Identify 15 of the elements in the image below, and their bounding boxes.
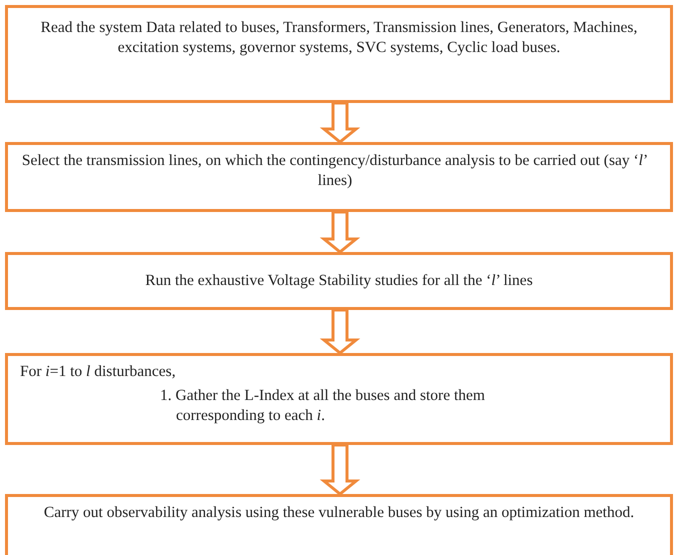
process-box [5,252,673,310]
step-text: Carry out observability analysis using these vulnerable buses by using an optimization method. [42,503,636,523]
step-text: 1. Gather the L-Index at all the buses and store them corresponding to each i. [159,386,486,426]
block-arrow [320,102,360,144]
process-box [5,142,673,212]
step-text: Run the exhaustive Voltage Stability studies for all the ‘l’ lines [144,271,534,291]
block-arrow [320,444,360,496]
step-text: For i=1 to l disturbances, [20,362,177,382]
step-text: Read the system Data related to buses, Transformers, Transmission lines, Generators, Machines, excitation systems, governor systems, SVC systems, Cyclic load buses. [40,18,638,58]
process-box [5,5,673,103]
block-arrow [320,210,360,254]
block-arrow [320,308,360,355]
process-box [5,353,673,445]
step-text: Select the transmission lines, on which the contingency/disturbance analysis to be carried out (say ‘l’ lines) [20,151,650,192]
process-box [5,494,673,555]
